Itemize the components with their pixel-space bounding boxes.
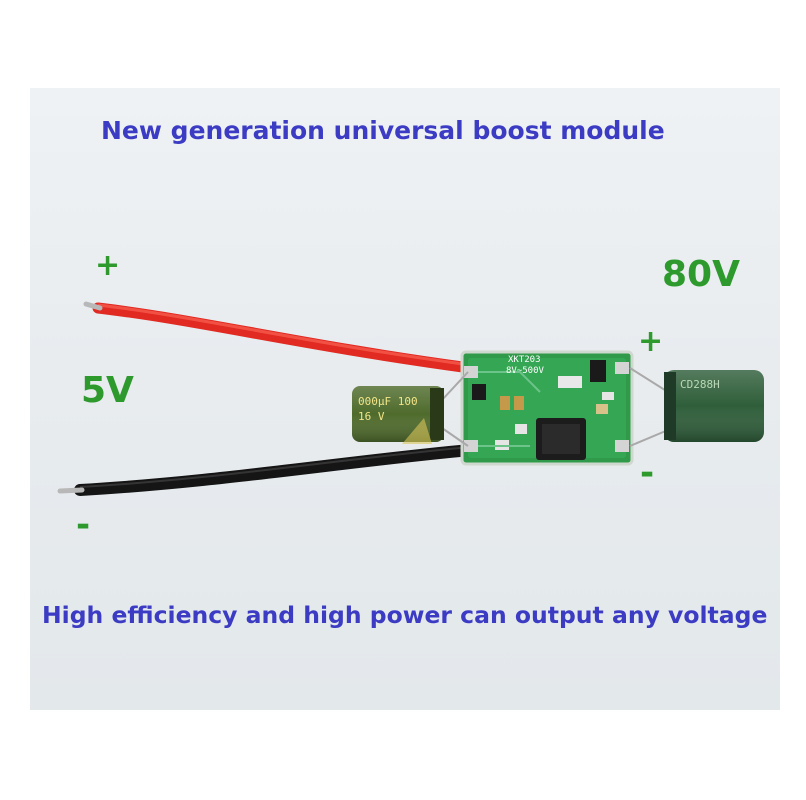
output-capacitor <box>629 367 764 447</box>
output-voltage-label: 80V <box>662 254 740 295</box>
pcb-range-text: 8V~500V <box>506 366 545 376</box>
input-capacitor <box>352 371 469 447</box>
input-capacitor-marking-bottom: 16 V <box>358 410 385 423</box>
output-plus-label: + <box>638 324 664 359</box>
input-minus-label: - <box>76 505 91 545</box>
negative-input-wire <box>57 444 476 496</box>
page-title: New generation universal boost module <box>101 116 665 145</box>
output-minus-label: - <box>640 453 655 493</box>
input-voltage-label: 5V <box>81 370 134 411</box>
input-capacitor-marking-top: 000µF 100 <box>358 395 418 408</box>
caption: High efficiency and high power can outpu… <box>42 601 768 629</box>
positive-input-wire <box>83 301 476 374</box>
output-capacitor-marking: CD288H <box>680 378 720 391</box>
input-plus-label: + <box>95 248 121 283</box>
pcb-model-text: XKT203 <box>508 355 541 365</box>
boost-pcb <box>460 350 634 466</box>
